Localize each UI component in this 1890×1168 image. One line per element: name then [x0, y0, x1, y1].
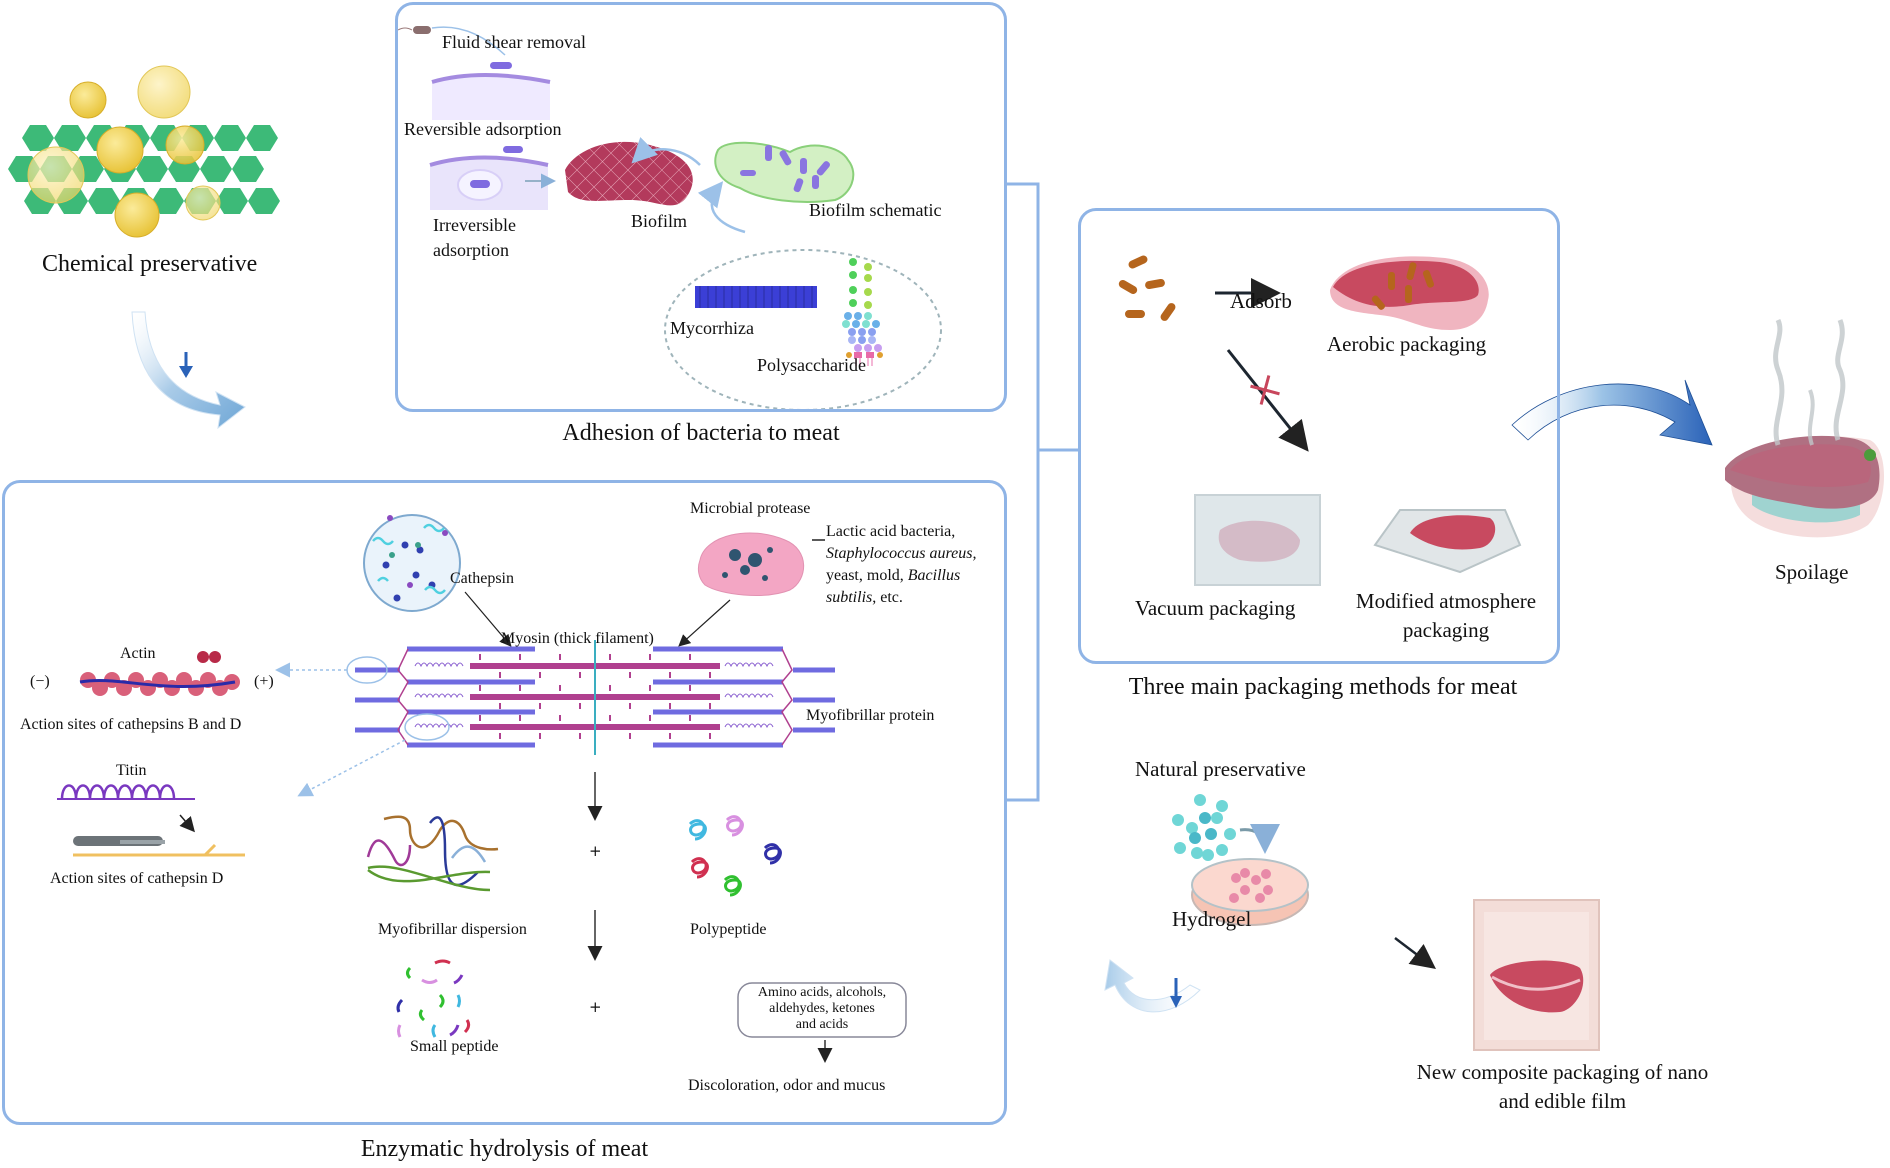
bacteria-icon	[1118, 255, 1176, 321]
chemical-preservative-illustration	[8, 65, 280, 238]
myofibrillar-protein-label: Myofibrillar protein	[806, 707, 935, 724]
modified-atmosphere-label-2: packaging	[1402, 618, 1490, 642]
polypeptide-icon	[688, 815, 782, 897]
microbes-line-3: yeast, mold, Bacillus	[826, 567, 960, 585]
microbes-line-1: Lactic acid bacteria,	[826, 523, 956, 540]
sarcomere-icon	[346, 640, 835, 755]
myosin-label: Myosin (thick filament)	[501, 630, 654, 647]
outcome-label: Discoloration, odor and mucus	[688, 1077, 886, 1094]
enzymatic-panel	[2, 480, 1007, 1125]
natural-preservative-label: Natural preservative	[1135, 757, 1306, 781]
myofibrillar-dispersion-icon	[366, 815, 499, 892]
titin-icon	[57, 784, 245, 857]
polysaccharide-label: Polysaccharide	[757, 355, 866, 375]
mycorrhiza-label: Mycorrhiza	[670, 318, 754, 338]
etc-text: , etc.	[872, 589, 903, 606]
minus-end-label: (−)	[30, 673, 50, 690]
packaging-panel	[1078, 208, 1560, 664]
vacuum-packaging-label: Vacuum packaging	[1135, 596, 1296, 620]
packaging-illustration	[1118, 255, 1522, 586]
bracket-connector	[1005, 182, 1078, 802]
actin-label: Actin	[120, 645, 156, 662]
actin-filament-icon	[79, 651, 240, 696]
myofibrillar-dispersion-label: Myofibrillar dispersion	[378, 921, 527, 938]
adsorb-label: Adsorb	[1230, 289, 1292, 313]
titin-label: Titin	[116, 762, 147, 779]
polypeptide-label: Polypeptide	[690, 921, 767, 938]
microbes-line-3-text: yeast, mold,	[826, 567, 908, 584]
irreversible-adsorption-label-1: Irreversible	[433, 215, 516, 235]
modified-atmosphere-label-1: Modified atmosphere	[1355, 589, 1537, 613]
subtilis-text: subtilis	[826, 589, 873, 606]
spoilage-label: Spoilage	[1775, 560, 1849, 584]
natural-preservative-illustration	[1104, 794, 1600, 1051]
composite-packaging-label-2: and edible film	[1498, 1089, 1627, 1113]
microbes-line-4: subtilis, etc.	[826, 589, 903, 607]
biofilm-schematic-label: Biofilm schematic	[809, 200, 942, 220]
action-sites-d-label: Action sites of cathepsin D	[50, 870, 224, 887]
adhesion-caption: Adhesion of bacteria to meat	[562, 420, 840, 446]
microbial-protease-label: Microbial protease	[690, 500, 811, 517]
products-line-1: Amino acids, alcohols,	[757, 985, 887, 1000]
packaging-caption: Three main packaging methods for meat	[1128, 674, 1518, 700]
adhesion-illustration	[397, 26, 942, 411]
composite-packaging-label-1: New composite packaging of nano	[1416, 1060, 1709, 1084]
aerobic-packaging-label: Aerobic packaging	[1327, 332, 1487, 356]
bacillus-text: Bacillus	[907, 567, 961, 584]
curved-arrow-icon	[131, 311, 246, 430]
fluid-shear-removal-label: Fluid shear removal	[442, 32, 586, 52]
plus-end-label: (+)	[254, 673, 274, 690]
irreversible-adsorption-label-2: adsorption	[433, 240, 509, 260]
cathepsin-label: Cathepsin	[450, 570, 514, 587]
small-peptide-icon	[396, 959, 471, 1038]
chemical-preservative-label: Chemical preservative	[42, 251, 258, 277]
products-label: Amino acids, alcohols, aldehydes, ketone…	[738, 985, 906, 1033]
microbes-line-2: Staphylococcus aureus,	[826, 545, 977, 562]
biofilm-label: Biofilm	[631, 211, 688, 231]
plus-sign-2: +	[589, 998, 602, 1016]
products-line-3: and acids	[795, 1017, 849, 1032]
enzymatic-caption: Enzymatic hydrolysis of meat	[360, 1136, 649, 1162]
spoiled-meat-illustration	[1725, 318, 1885, 538]
enzymatic-illustration	[57, 514, 907, 1063]
spoilage-arrow-icon	[1511, 379, 1713, 446]
products-line-2: aldehydes, ketones	[769, 1001, 875, 1016]
action-sites-b-d-label: Action sites of cathepsins B and D	[20, 716, 242, 733]
small-peptide-label: Small peptide	[410, 1038, 499, 1055]
plus-sign-1: +	[589, 842, 602, 860]
hydrogel-label: Hydrogel	[1172, 907, 1252, 931]
adhesion-panel	[395, 2, 1007, 412]
reversible-adsorption-label: Reversible adsorption	[404, 119, 562, 139]
